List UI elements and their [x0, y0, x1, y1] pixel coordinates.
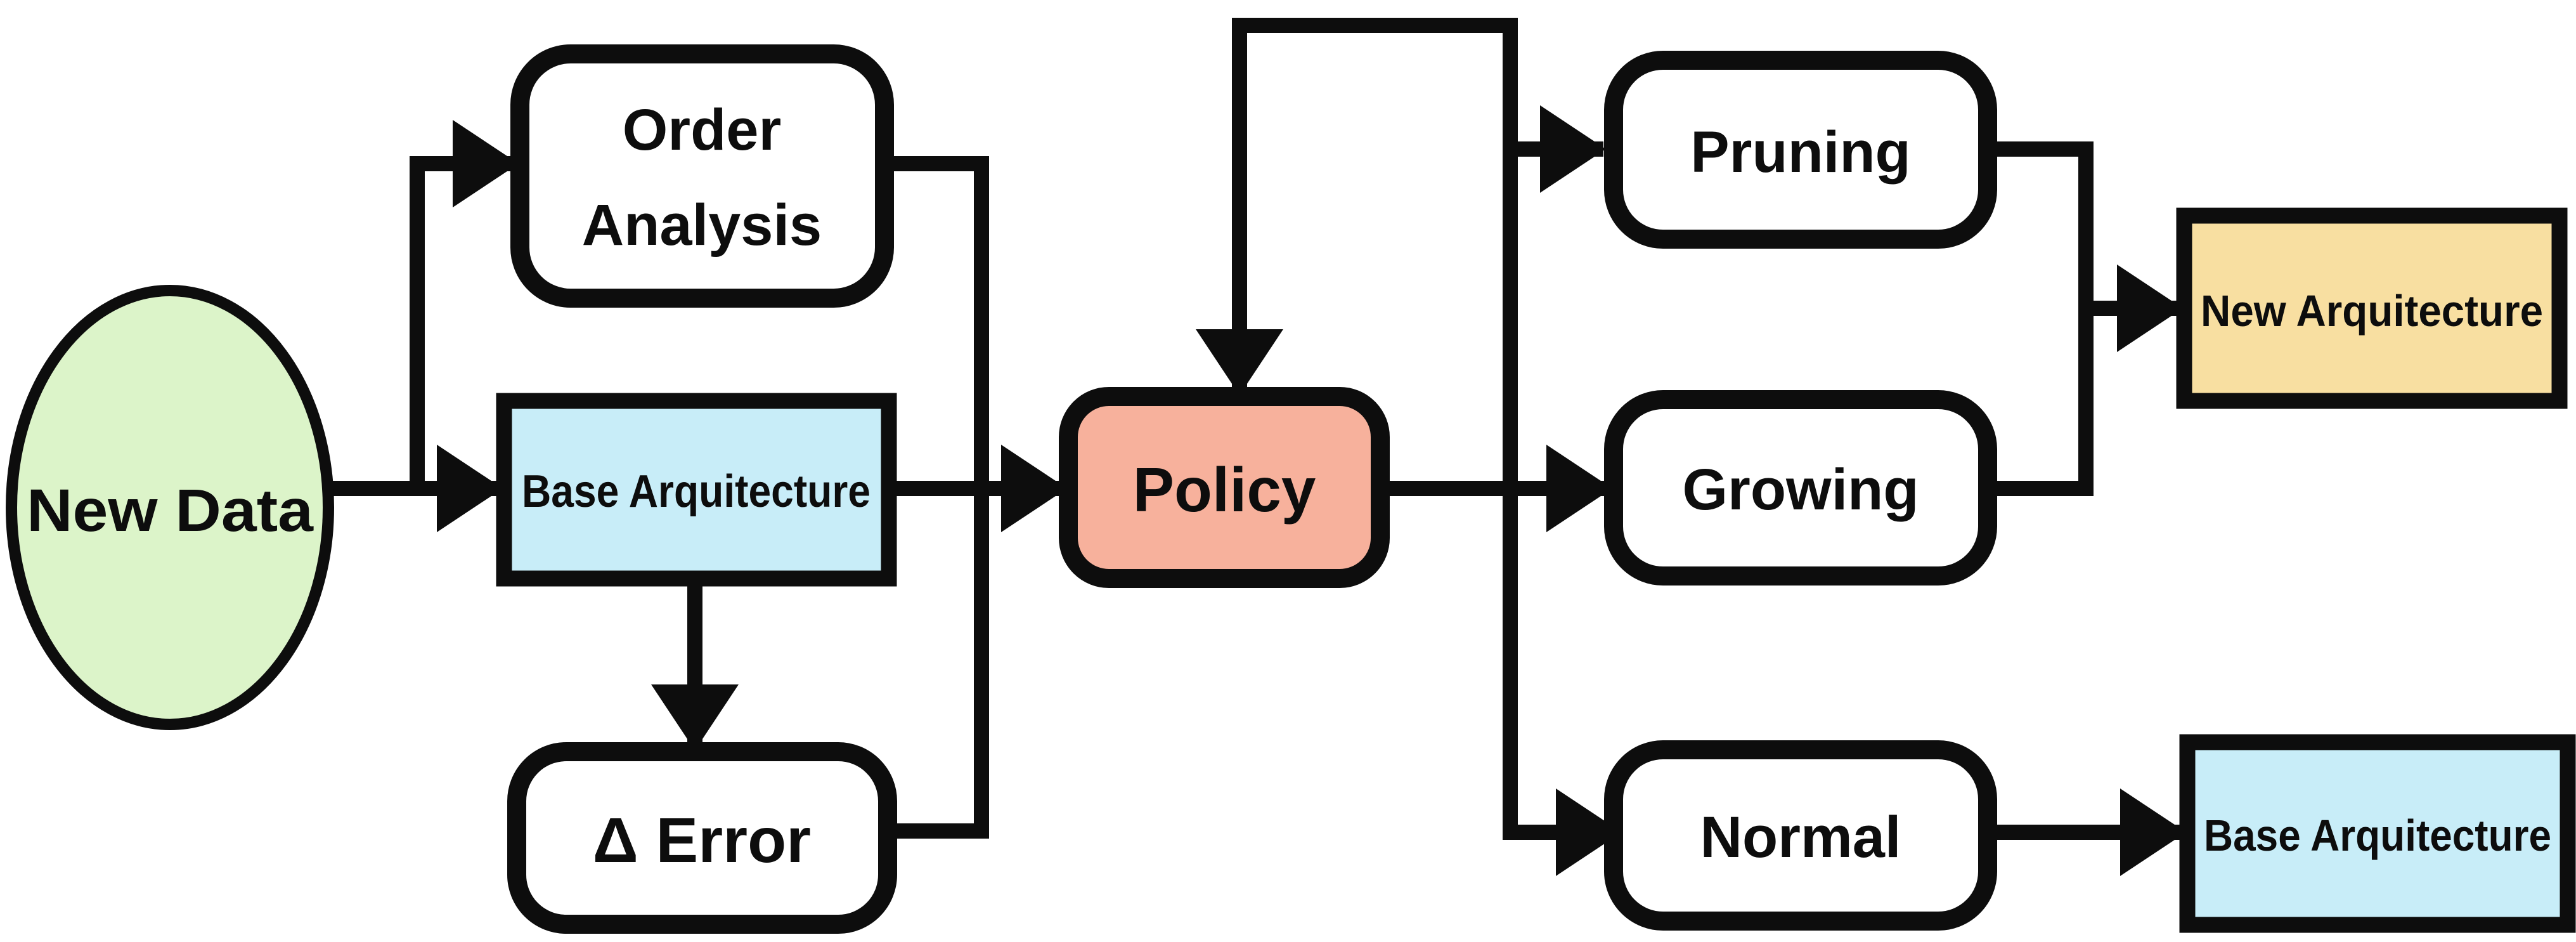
- node-normal: Normal: [1604, 740, 1997, 931]
- policy-label: Policy: [1133, 455, 1316, 525]
- policy-box: [1059, 387, 1390, 588]
- delta-error-box: [507, 742, 897, 934]
- node-order-analysis: Order Analysis: [510, 44, 894, 308]
- pruning-label: Pruning: [1690, 120, 1911, 185]
- node-new-arquitecture: New Arquitecture: [2176, 207, 2568, 409]
- node-new-data: New Data: [6, 285, 334, 730]
- base-arquitecture-result-label: Base Arquitecture: [2204, 811, 2551, 860]
- node-base-arquitecture-result: Base Arquitecture: [2179, 734, 2576, 933]
- base-arquitecture-label: Base Arquitecture: [522, 466, 871, 517]
- node-delta-error: Δ Error: [507, 742, 897, 934]
- connector-newdata-to-orderanalysis: [410, 120, 519, 496]
- order-analysis-box: [510, 44, 894, 308]
- normal-box: [1604, 740, 1997, 931]
- node-pruning: Pruning: [1604, 51, 1997, 249]
- normal-label: Normal: [1700, 805, 1901, 870]
- base-arquitecture-result-box: [2179, 734, 2576, 933]
- node-policy: Policy: [1059, 387, 1390, 588]
- connector-pruning-to-junction: [1988, 141, 2094, 308]
- new-arquitecture-label: New Arquitecture: [2201, 286, 2543, 336]
- connector-policy-to-normal: [1503, 481, 1622, 876]
- order-analysis-label-line2: Analysis: [582, 193, 822, 258]
- growing-box: [1604, 390, 1997, 585]
- new-data-ellipse: [6, 285, 334, 730]
- growing-label: Growing: [1682, 457, 1919, 522]
- order-analysis-label-line1: Order: [623, 98, 782, 162]
- base-arquitecture-box: [496, 393, 897, 587]
- new-arquitecture-box: [2176, 207, 2568, 409]
- pruning-box: [1604, 51, 1997, 249]
- connectors: [323, 18, 2186, 876]
- new-data-label: New Data: [27, 477, 314, 544]
- connector-feedback-loop-to-policy: [1196, 18, 1518, 496]
- connector-growing-to-newarquitecture: [1988, 265, 2183, 496]
- connector-orderanalysis-deltaerror-bus: [884, 156, 989, 839]
- node-base-arquitecture: Base Arquitecture: [496, 393, 897, 587]
- delta-error-label: Δ Error: [593, 805, 811, 876]
- node-growing: Growing: [1604, 390, 1997, 585]
